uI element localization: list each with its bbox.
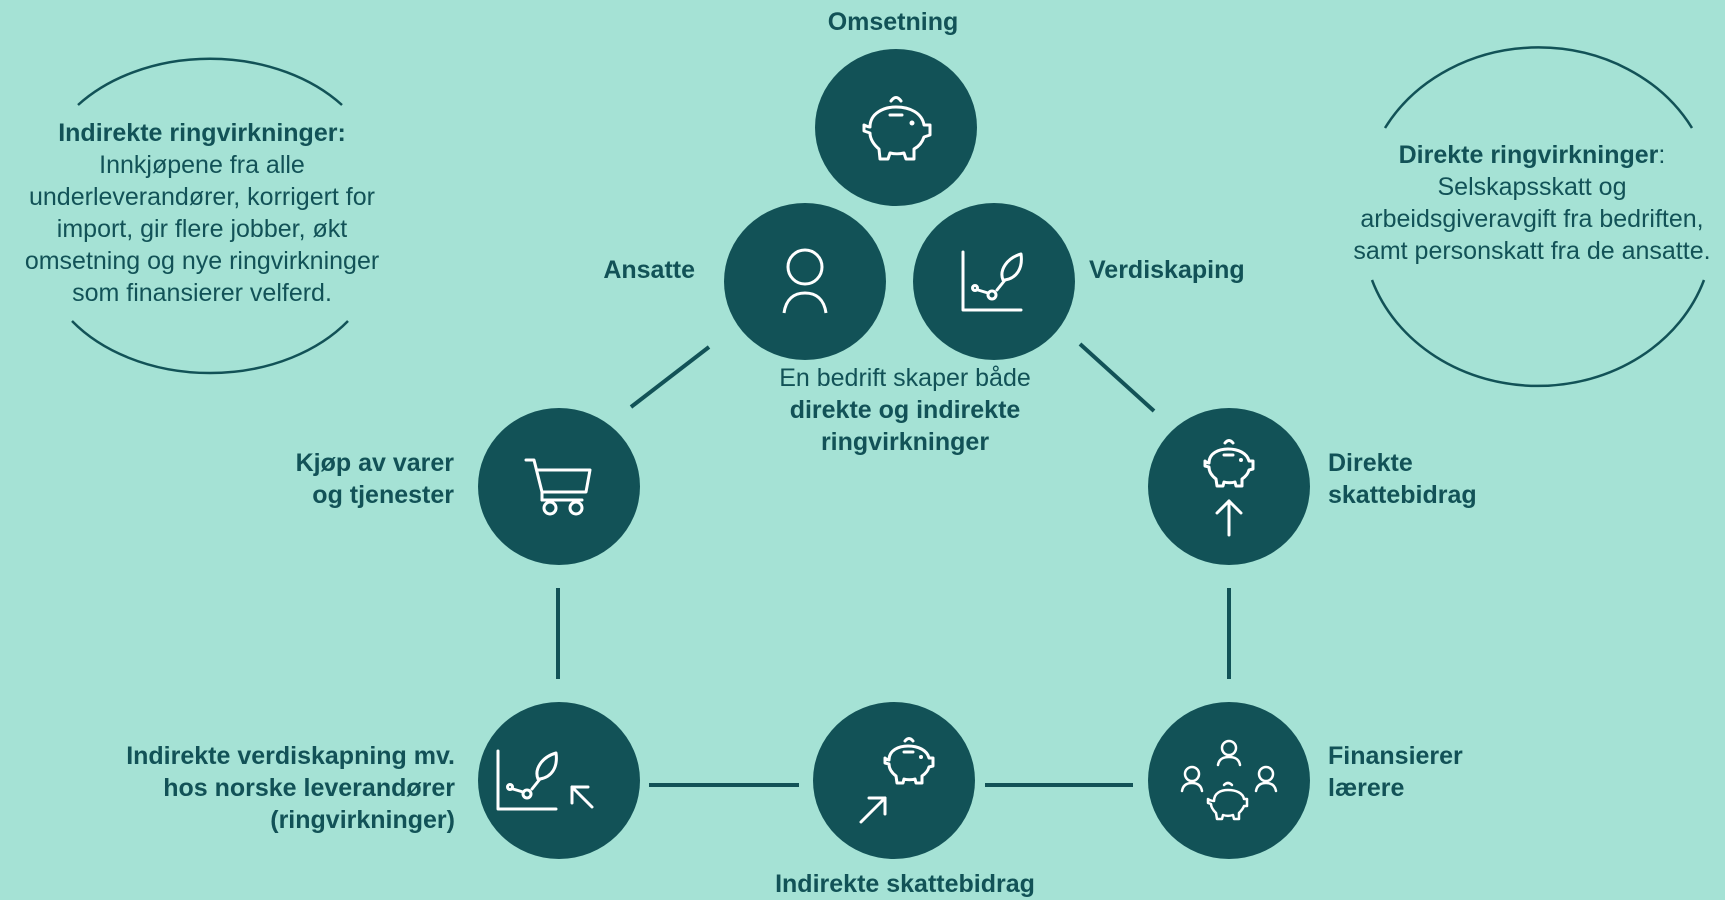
connector-ansatte-kjop <box>629 345 711 409</box>
indirekte-note-line: Innkjøpene fra alle <box>99 151 305 179</box>
direkte-skatt-label: Direkte skattebidrag <box>1328 447 1477 511</box>
finansierer-label-line-2: lærere <box>1328 774 1405 802</box>
direkte-skatt-label-line-1: Direkte <box>1328 449 1413 477</box>
indirekte-note-line: underleverandører, korrigert for <box>29 183 375 211</box>
piggy-bank-arrow-icon <box>859 736 935 823</box>
indirekte-ringvirkninger-note: Indirekte ringvirkninger: Innkjøpene fra… <box>2 117 402 309</box>
direkte-note-line: arbeidsgiveravgift fra bedriften, <box>1360 205 1704 233</box>
shopping-cart-icon <box>524 458 592 515</box>
finansierer-label: Finansierer lærere <box>1328 740 1463 804</box>
kjop-label: Kjøp av varer og tjenester <box>240 447 454 511</box>
finansierer-label-line-1: Finansierer <box>1328 742 1463 770</box>
kjop-label-line-2: og tjenester <box>312 481 454 509</box>
arc-indirekte-top <box>77 57 343 106</box>
direkte-skatt-label-line-2: skattebidrag <box>1328 481 1477 509</box>
verdiskaping-label: Verdiskaping <box>1089 256 1245 284</box>
indirekte-verdi-label-line-2: hos norske leverandører <box>163 774 455 802</box>
indirekte-verdi-label: Indirekte verdiskapning mv. hos norske l… <box>95 740 455 836</box>
indirekte-note-line: omsetning og nye ringvirkninger <box>24 247 380 275</box>
direkte-note-title-suffix: : <box>1658 141 1666 169</box>
direkte-ringvirkninger-note: Direkte ringvirkninger: Selskapsskatt og… <box>1340 139 1724 267</box>
direkte-note-title-line: Direkte ringvirkninger: <box>1340 139 1724 171</box>
arc-direkte-bottom <box>1370 279 1706 388</box>
direkte-note-line: Selskapsskatt og <box>1437 173 1627 201</box>
indirekte-verdi-node <box>478 702 640 859</box>
finansierer-node <box>1148 702 1310 859</box>
center-statement: En bedrift skaper både direkte og indire… <box>735 362 1075 458</box>
center-line-1: En bedrift skaper både <box>779 364 1031 392</box>
connector-verdiskaping-direkte <box>1078 342 1156 413</box>
omsetning-label: Omsetning <box>827 8 959 36</box>
indirekte-skatt-label: Indirekte skattebidrag <box>775 870 1035 898</box>
ansatte-label: Ansatte <box>603 256 695 284</box>
center-line-2: direkte og indirekte <box>789 396 1021 424</box>
indirekte-verdi-label-line-3: (ringvirkninger) <box>270 806 455 834</box>
indirekte-note-title: Indirekte ringvirkninger: <box>58 119 346 147</box>
growth-chart-icon <box>961 250 1023 311</box>
indirekte-verdi-label-line-1: Indirekte verdiskapning mv. <box>126 742 455 770</box>
piggy-bank-up-arrow-icon <box>1203 438 1255 536</box>
verdiskaping-node <box>913 203 1075 360</box>
kjop-node <box>478 408 640 565</box>
people-piggy-bank-icon <box>1180 739 1278 820</box>
center-line-3: ringvirkninger <box>820 428 990 456</box>
indirekte-note-line: import, gir flere jobber, økt <box>56 215 348 243</box>
indirekte-note-line: som finansierer velferd. <box>72 279 332 307</box>
arc-indirekte-bottom <box>71 320 349 375</box>
piggy-bank-icon <box>862 95 932 160</box>
omsetning-node <box>815 49 977 206</box>
person-icon <box>782 248 828 313</box>
kjop-label-line-1: Kjøp av varer <box>295 449 454 477</box>
direkte-skatt-node <box>1148 408 1310 565</box>
direkte-note-title: Direkte ringvirkninger <box>1398 141 1659 169</box>
arc-direkte-top <box>1383 46 1694 129</box>
ansatte-node <box>724 203 886 360</box>
indirekte-skatt-node <box>813 702 975 859</box>
growth-chart-arrow-icon <box>496 749 594 810</box>
direkte-note-line: samt personskatt fra de ansatte. <box>1353 237 1711 265</box>
